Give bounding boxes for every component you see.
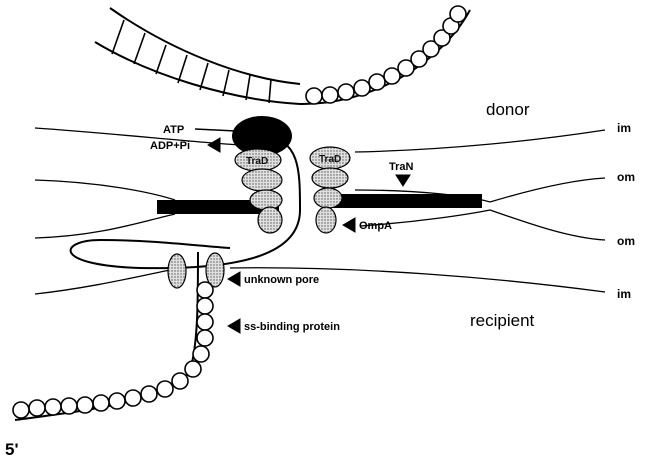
recipient-ss-beads	[13, 282, 213, 418]
tran-arrowhead	[396, 175, 410, 186]
ompa-label: OmpA	[359, 220, 392, 232]
unknown-pore-arrowhead	[228, 272, 240, 286]
ompa-arrowhead	[343, 218, 355, 232]
five-prime-label: 5'	[5, 440, 19, 459]
adp-arrowhead	[208, 138, 220, 152]
donor-om-right	[490, 178, 605, 202]
recipient-om-label: om	[617, 234, 635, 248]
recipient-im-label: im	[617, 287, 631, 301]
adp-label: ADP+Pi	[150, 140, 190, 152]
left-trad-label: TraD	[246, 156, 268, 167]
unknown-pore-label: unknown pore	[244, 274, 319, 286]
donor-om-label: om	[617, 170, 635, 184]
upper-ss-beads	[306, 6, 466, 104]
recipient-im-left	[35, 270, 170, 294]
dna-rungs	[112, 20, 271, 103]
unknown-pore-proteins	[168, 253, 224, 288]
donor-im-right	[355, 130, 605, 152]
right-contact-bar	[330, 194, 482, 208]
recipient-om-right	[490, 210, 605, 240]
recipient-om-left	[35, 214, 175, 238]
ss-binding-label: ss-binding protein	[244, 321, 340, 333]
right-trad-label: TraD	[319, 154, 341, 165]
donor-im-label: im	[617, 121, 631, 135]
donor-label: donor	[486, 100, 530, 119]
tran-label: TraN	[389, 161, 414, 173]
atp-label: ATP	[163, 124, 184, 136]
atp-arrow-line	[195, 129, 236, 131]
donor-im-left-top	[35, 128, 240, 145]
donor-om-left	[35, 180, 175, 200]
ss-binding-arrowhead	[228, 319, 240, 333]
recipient-label: recipient	[470, 311, 535, 330]
